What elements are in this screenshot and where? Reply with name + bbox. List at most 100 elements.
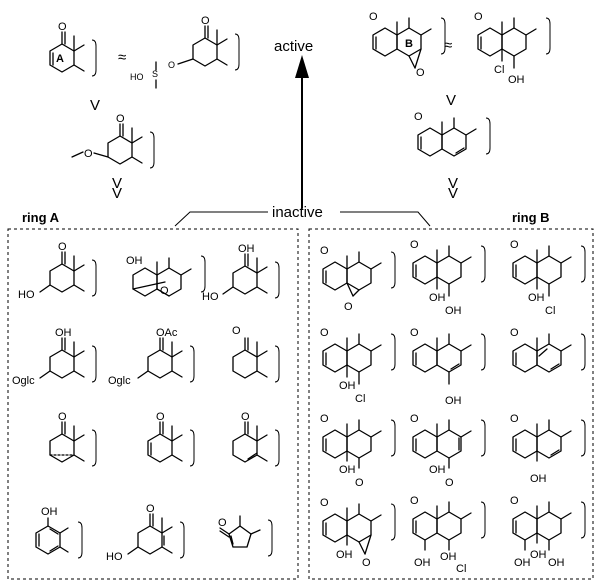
ringB-cmpd-2 [412,245,486,297]
atom-o-rb6: O [510,327,519,339]
atom-oh-rb11a: OH [414,557,431,569]
atom-oh-b2: OH [508,74,525,86]
ringA-cmpd-10 [35,517,83,559]
ringA-cmpd-8 [147,421,195,467]
inactive-label: inactive [272,204,323,221]
atom-cl-rb3: Cl [545,305,555,317]
atom-ho-ra11: HO [106,551,123,563]
atom-oh-rb11b: OH [440,551,457,563]
top-ringA-enone [49,31,97,77]
sulfate-o: O [168,60,175,70]
ringB-cmpd-6 [512,333,586,373]
ringB-cmpd-11 [412,501,486,551]
atom-o-b1: O [369,11,378,23]
ringA-cmpd-5 [137,337,195,383]
ringA-cmpd-9 [232,421,280,467]
activity-arrow [295,55,309,209]
atom-oglc-ra4: Oglc [12,375,35,387]
sulfate-ho: HO [130,72,144,82]
top-ringB-epoxide [372,17,446,69]
atom-oglc-ra5: Oglc [108,375,131,387]
ringA-cmpd-7 [49,421,97,467]
ringB-cmpd-7 [322,419,396,469]
atom-o-a3: O [116,113,125,125]
top-ringB-diene [417,117,491,157]
sulfate-s: S [152,69,158,79]
atom-o-rb11: O [410,495,419,507]
atom-o-rb8: O [410,413,419,425]
atom-oac-ra5: OAc [156,327,178,339]
atom-oh-rb12b: OH [530,549,547,561]
atom-o-rb9: O [510,413,519,425]
atom-oh-rb2a: OH [429,292,446,304]
ringA-cmpd-4 [39,337,97,383]
atom-o-rb12: O [510,495,519,507]
ringB-cmpd-12 [512,501,586,551]
atom-o-rb8b: O [445,477,454,489]
ringA-cmpd-2 [132,255,206,297]
atom-oh-rb4: OH [339,380,356,392]
ring-b-title: ring B [512,210,550,225]
much-greater-symbol-a2: V [112,185,122,202]
ringB-cmpd-3 [512,245,586,297]
atom-o-b2: O [474,11,483,23]
ring-a-title: ring A [22,210,60,225]
ringA-cmpd-11 [127,513,185,559]
atom-oh-rb12a: OH [514,557,531,569]
atom-o-rb10b: O [362,557,371,569]
top-ringA-methoxy [107,123,155,169]
atom-oh-rb8: OH [429,464,446,476]
atom-o-rb10: O [320,497,329,509]
atom-o-rb3: O [510,239,519,251]
inactive-brace [174,211,431,227]
atom-ho-ra1: HO [18,289,35,301]
atom-oh-rb7: OH [339,464,356,476]
ringB-cmpd-5 [412,333,486,385]
atom-oh-rb12c: OH [548,557,565,569]
atom-o-ra11: O [146,503,155,515]
atom-o-ra6: O [232,325,241,337]
ringB-cmpd-4 [322,333,396,385]
atom-o-ra8: O [156,411,165,423]
atom-o-rb7b: O [355,477,364,489]
atom-oh-rb2b: OH [445,305,462,317]
much-greater-symbol-b2: V [448,185,458,202]
atom-o-rb1b: O [344,301,353,313]
much-greater-symbol-a: V [112,175,122,192]
atom-oh-rb5: OH [445,395,462,407]
ring-label-a: A [56,53,64,65]
atom-ho-ra3: HO [202,291,219,303]
ringB-cmpd-10 [322,503,396,555]
top-ringB-chlorohydrin [477,17,551,69]
ringB-cmpd-1 [322,251,396,297]
atom-oh-ra3: OH [238,243,255,255]
approx-symbol-1: ≈ [118,49,126,66]
atom-cl-b2: Cl [494,64,504,76]
ringA-cmpd-3 [222,253,280,299]
atom-o-a2: O [201,15,210,27]
atom-cl-rb11: Cl [456,563,466,575]
ringA-cmpd-1 [39,251,97,297]
atom-oh-ra4: OH [55,327,72,339]
much-greater-symbol-b: V [448,175,458,192]
atom-o-b3: O [414,111,423,123]
ring-a-panel [7,228,299,580]
ringB-cmpd-9 [512,419,586,462]
atom-oh-ra10: OH [41,506,58,518]
atom-o-rb7: O [320,413,329,425]
methoxy-o: O [84,148,93,160]
atom-o-rb5: O [410,327,419,339]
ring-label-b: B [405,38,413,50]
atom-o-rb1: O [320,245,329,257]
atom-o-ra12: O [218,517,227,529]
greater-symbol-b1: V [446,92,456,109]
atom-oh-rb9: OH [530,473,547,485]
ringA-cmpd-12 [219,515,273,557]
greater-symbol-a1: V [90,97,100,114]
ringA-cmpd-6 [232,337,280,383]
active-label: active [274,38,313,55]
atom-o-ra9: O [241,411,250,423]
atom-o-rb4: O [320,327,329,339]
atom-o-ra7: O [58,411,67,423]
